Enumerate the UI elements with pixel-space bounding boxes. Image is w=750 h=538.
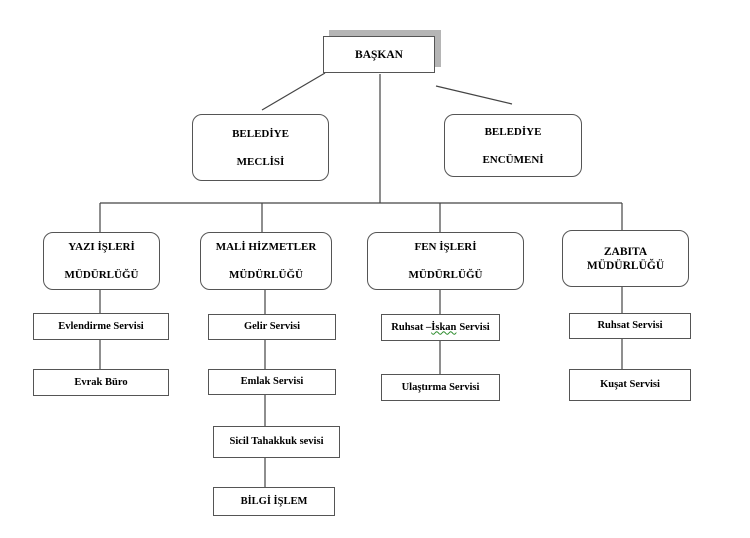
service-ulastirma: Ulaştırma Servisi	[381, 374, 500, 401]
node-zabita-line2: MÜDÜRLÜĞÜ	[586, 259, 665, 272]
service-ruhsat-iskan-part2: İskan	[431, 321, 457, 333]
service-sicil-label: Sicil Tahakkuk sevisi	[229, 436, 324, 447]
node-encumen-line2: ENCÜMENİ	[482, 153, 544, 166]
node-belediye-meclisi: BELEDİYE MECLİSİ	[192, 114, 329, 181]
node-yazi-isleri: YAZI İŞLERİ MÜDÜRLÜĞÜ	[43, 232, 160, 290]
service-gelir-label: Gelir Servisi	[243, 321, 301, 332]
service-emlak-label: Emlak Servisi	[240, 376, 304, 387]
service-evlendirme-label: Evlendirme Servisi	[58, 320, 144, 332]
node-mali-hizmetler: MALİ HİZMETLER MÜDÜRLÜĞÜ	[200, 232, 332, 290]
service-evrak-buro-label: Evrak Büro	[74, 376, 128, 388]
node-fen-isleri: FEN İŞLERİ MÜDÜRLÜĞÜ	[367, 232, 524, 290]
node-belediye-encumeni: BELEDİYE ENCÜMENİ	[444, 114, 582, 177]
connector-root-committee	[435, 85, 513, 105]
node-fen-line2: MÜDÜRLÜĞÜ	[408, 269, 483, 281]
service-ulastirma-label: Ulaştırma Servisi	[401, 381, 480, 393]
service-emlak: Emlak Servisi	[208, 369, 336, 395]
node-yazi-line2: MÜDÜRLÜĞÜ	[64, 269, 139, 281]
node-mali-line2: MÜDÜRLÜĞÜ	[229, 269, 303, 281]
node-zabita: ZABITA MÜDÜRLÜĞÜ	[562, 230, 689, 287]
service-ruhsat: Ruhsat Servisi	[569, 313, 691, 339]
service-kusat-label: Kuşat Servisi	[600, 379, 660, 390]
node-fen-line1: FEN İŞLERİ	[414, 241, 477, 253]
service-ruhsat-iskan-part3: Servisi	[459, 321, 490, 333]
node-meclis-line1: BELEDİYE	[232, 127, 289, 140]
service-kusat: Kuşat Servisi	[569, 369, 691, 401]
service-sicil-tahakkuk: Sicil Tahakkuk sevisi	[213, 426, 340, 458]
service-ruhsat-iskan: Ruhsat – İskan Servisi	[381, 314, 500, 341]
service-gelir: Gelir Servisi	[208, 314, 336, 340]
node-mali-line1: MALİ HİZMETLER	[215, 241, 317, 253]
connector-root-council	[261, 72, 326, 111]
service-evrak-buro: Evrak Büro	[33, 369, 169, 396]
service-bilgi-label: BİLGİ İŞLEM	[240, 495, 308, 507]
node-yazi-line1: YAZI İŞLERİ	[68, 241, 135, 253]
service-ruhsat-label: Ruhsat Servisi	[597, 320, 663, 331]
node-meclis-line2: MECLİSİ	[236, 155, 285, 168]
service-evlendirme: Evlendirme Servisi	[33, 313, 169, 340]
node-baskan-label: BAŞKAN	[355, 48, 403, 61]
service-ruhsat-iskan-part1: Ruhsat –	[391, 321, 432, 333]
node-encumen-line1: BELEDİYE	[484, 125, 542, 138]
node-baskan: BAŞKAN	[323, 36, 435, 73]
service-bilgi-islem: BİLGİ İŞLEM	[213, 487, 335, 516]
node-zabita-line1: ZABITA	[603, 245, 648, 258]
